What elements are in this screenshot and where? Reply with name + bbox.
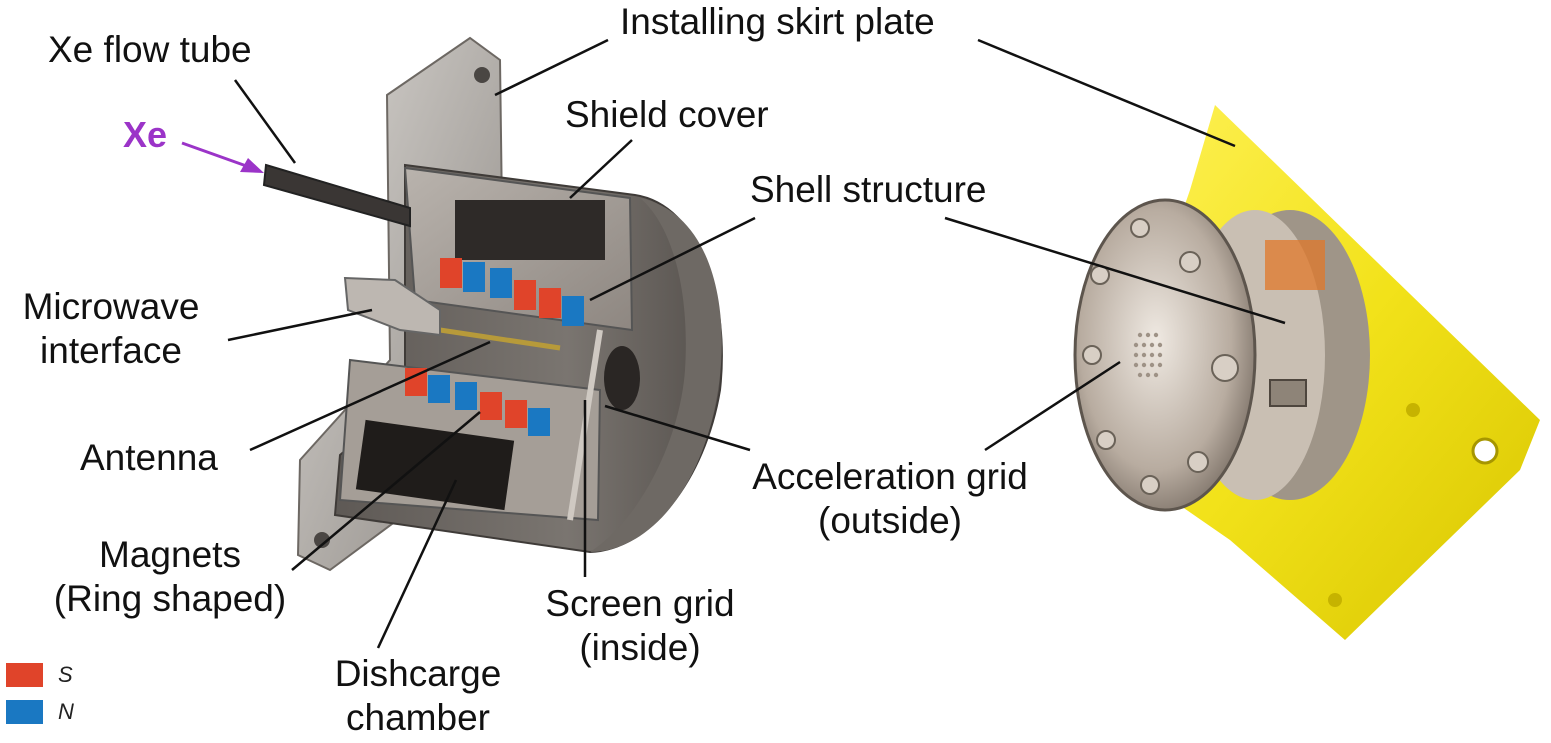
- antenna-rod: [439, 327, 561, 351]
- mount-hole: [314, 532, 330, 548]
- face-screws: [1082, 218, 1239, 495]
- leader-accel-right: [984, 360, 1121, 452]
- leader-xe-flow-tube: [233, 79, 297, 164]
- xe-flow-tube-shape: [262, 163, 411, 228]
- leader-accel-left: [604, 404, 751, 452]
- magnet-n: [528, 408, 550, 436]
- label-microwave-line2: interface: [40, 330, 182, 371]
- label-acceleration-line1: Acceleration grid: [752, 456, 1028, 497]
- acceleration-grid-face: [1073, 198, 1257, 512]
- plate-screw: [1328, 593, 1342, 607]
- mount-hole: [474, 67, 490, 83]
- label-antenna: Antenna: [80, 437, 218, 478]
- magnet-n: [463, 262, 485, 292]
- body-end-face: [590, 198, 722, 552]
- orange-wires: [1265, 240, 1325, 290]
- label-discharge-chamber: Dishcarge chamber: [318, 652, 518, 740]
- legend-swatch-s: [6, 663, 43, 687]
- magnet-s: [405, 368, 427, 396]
- leader-magnets: [291, 411, 481, 571]
- leader-antenna: [249, 340, 491, 452]
- label-discharge-line2: chamber: [346, 697, 490, 738]
- plate-hole: [1471, 437, 1499, 465]
- label-magnets-line1: Magnets: [99, 534, 241, 575]
- legend-swatch-n: [6, 700, 43, 724]
- leader-shield-cover: [569, 139, 633, 199]
- label-magnets-line2: (Ring shaped): [53, 578, 287, 619]
- label-shell-structure: Shell structure: [750, 169, 987, 210]
- label-microwave-interface: Microwave interface: [6, 285, 216, 373]
- label-xe: Xe: [123, 114, 168, 155]
- leader-shell-right: [944, 216, 1286, 325]
- microwave-interface-shape: [343, 276, 441, 337]
- leader-lines: [227, 38, 1286, 649]
- legend-label-s: S: [58, 662, 73, 687]
- magnet-s: [514, 280, 536, 310]
- cutaway-render: [262, 36, 723, 572]
- leader-skirt-right: [977, 38, 1236, 148]
- side-fitting: [1269, 379, 1307, 407]
- thruster-photo: [1073, 105, 1540, 640]
- leader-skirt-left: [494, 38, 609, 97]
- grid-aperture: [604, 346, 640, 410]
- label-xe-flow-tube: Xe flow tube: [48, 29, 252, 70]
- magnet-n: [562, 296, 584, 326]
- xe-arrow-line: [181, 141, 253, 170]
- magnet-n: [428, 375, 450, 403]
- leader-microwave: [227, 308, 373, 342]
- label-acceleration-grid: Acceleration grid (outside): [735, 455, 1045, 543]
- label-screen-grid-line1: Screen grid: [545, 583, 735, 624]
- label-shield-cover: Shield cover: [565, 94, 769, 135]
- discharge-chamber-dark: [355, 419, 515, 511]
- magnet-n: [490, 268, 512, 298]
- label-acceleration-line2: (outside): [818, 500, 962, 541]
- upper-chamber-dark: [455, 200, 605, 260]
- legend-label-n: N: [58, 699, 74, 724]
- label-screen-grid: Screen grid (inside): [530, 582, 750, 670]
- leader-shell-left: [589, 216, 756, 302]
- label-installing-skirt-plate: Installing skirt plate: [620, 1, 935, 42]
- magnet-s: [480, 392, 502, 420]
- label-screen-grid-line2: (inside): [579, 627, 701, 668]
- magnet-n: [455, 382, 477, 410]
- magnet-s: [539, 288, 561, 318]
- grid-holes: [1133, 332, 1163, 378]
- xe-arrow-head: [240, 158, 264, 173]
- magnet-s: [505, 400, 527, 428]
- plate-screw: [1406, 403, 1420, 417]
- label-microwave-line1: Microwave: [22, 286, 200, 327]
- leader-discharge: [376, 479, 458, 649]
- label-discharge-line1: Dishcarge: [334, 653, 502, 694]
- magnet-s: [440, 258, 462, 288]
- label-magnets: Magnets (Ring shaped): [50, 533, 290, 621]
